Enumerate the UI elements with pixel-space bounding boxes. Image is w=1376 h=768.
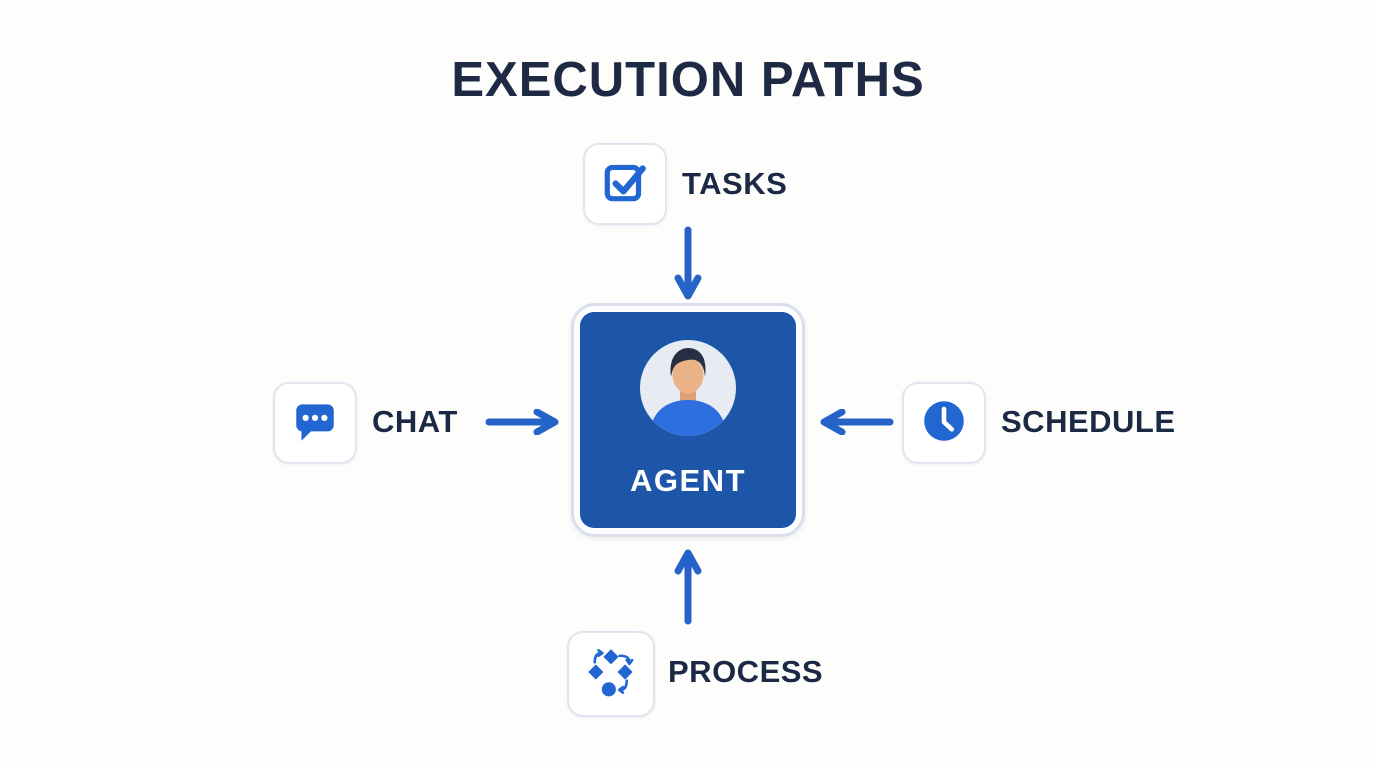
node-schedule-label: SCHEDULE bbox=[1001, 404, 1176, 439]
flowchart-icon bbox=[585, 646, 637, 703]
node-tasks bbox=[583, 143, 667, 225]
page-title: EXECUTION PATHS bbox=[451, 53, 925, 107]
arrow-process-to-agent bbox=[674, 549, 702, 625]
arrow-chat-to-agent bbox=[485, 409, 559, 435]
node-chat-label: CHAT bbox=[372, 404, 458, 439]
agent-label: AGENT bbox=[630, 463, 746, 498]
agent-box: AGENT bbox=[580, 312, 796, 528]
node-schedule bbox=[902, 382, 986, 464]
checkbox-check-icon bbox=[600, 157, 650, 212]
arrow-schedule-to-agent bbox=[820, 409, 894, 435]
agent-node: AGENT bbox=[571, 303, 805, 537]
node-chat bbox=[273, 382, 357, 464]
chat-bubble-icon bbox=[290, 396, 340, 451]
node-process bbox=[567, 631, 655, 717]
node-process-label: PROCESS bbox=[668, 654, 824, 689]
arrow-tasks-to-agent bbox=[674, 226, 702, 300]
person-avatar-icon bbox=[640, 340, 736, 441]
clock-icon bbox=[919, 396, 969, 451]
node-tasks-label: TASKS bbox=[682, 166, 788, 201]
